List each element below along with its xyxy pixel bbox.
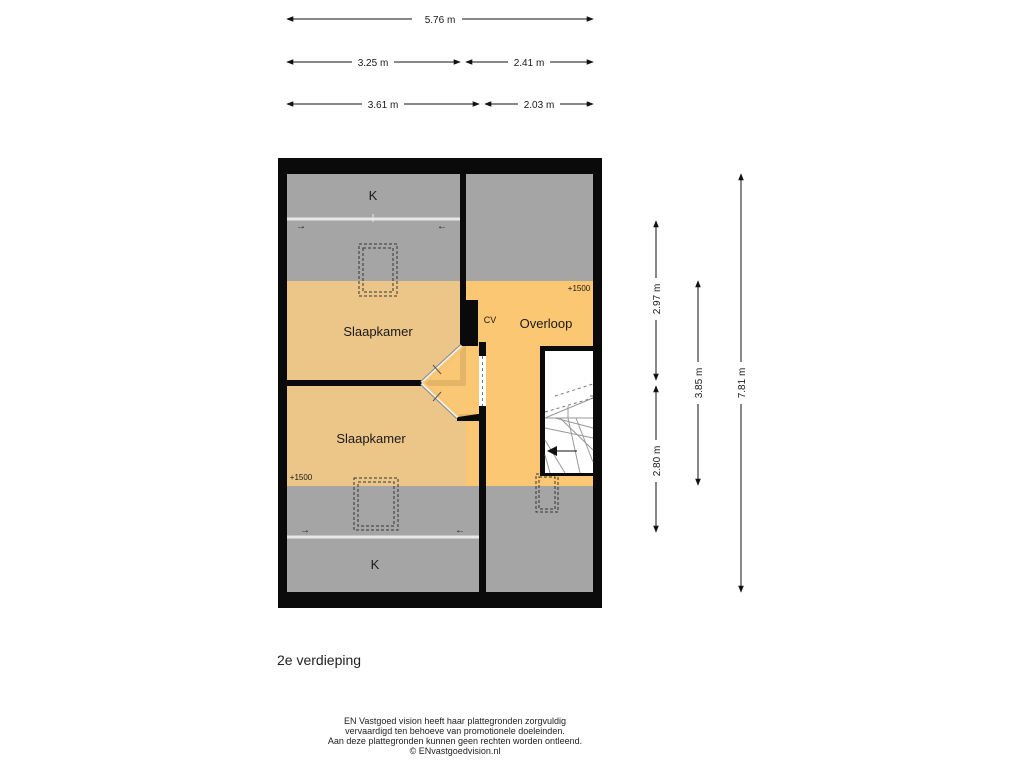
dimension-row2-left: 3.25 m: [286, 55, 461, 69]
room-label-landing: Overloop: [520, 316, 573, 331]
dimension-label: 2.41 m: [514, 58, 545, 69]
interior-wall: [460, 174, 466, 302]
interior-wall: [457, 414, 479, 421]
dimension-row3-left: 3.61 m: [286, 97, 480, 111]
height-marker-bottom: +1500: [290, 473, 313, 482]
disclaimer: EN Vastgoed vision heeft haar plattegron…: [305, 716, 605, 756]
disclaimer-line: EN Vastgoed vision heeft haar plattegron…: [344, 716, 566, 726]
disclaimer-line: © ENvastgoedvision.nl: [409, 746, 501, 756]
storage-top-right: [466, 174, 593, 281]
angled-doors: [420, 344, 478, 419]
dimension-label: 2.03 m: [524, 100, 555, 111]
disclaimer-line: vervaardigd ten behoeve van promotionele…: [345, 726, 565, 736]
room-label-attic-top: K: [369, 188, 378, 203]
dimension-total-width: 5.76 m: [286, 12, 594, 26]
height-marker-top: +1500: [568, 284, 591, 293]
dimension-v-upper: 2.97 m: [649, 220, 663, 381]
disclaimer-line: Aan deze plattegronden kunnen geen recht…: [327, 736, 583, 746]
floor-title: 2e verdieping: [277, 652, 362, 668]
dimension-label: 7.81 m: [737, 368, 748, 399]
slope-arrow-left-icon: ←: [455, 525, 465, 536]
dimension-label: 3.85 m: [694, 368, 705, 399]
knee-wall-top: [287, 214, 460, 222]
stair-direction-arrow-icon: [547, 446, 557, 456]
dimension-label: 2.80 m: [652, 446, 663, 477]
dimension-label: 3.25 m: [358, 58, 389, 69]
slope-arrow-right-icon: →: [300, 525, 310, 536]
dimension-v-total: 7.81 m: [734, 173, 748, 593]
dimension-label: 5.76 m: [425, 15, 456, 26]
skylight-icon: [353, 477, 399, 531]
attic-top-area: [287, 174, 460, 281]
skylight-icon: [358, 243, 398, 297]
slope-arrow-left-icon: ←: [437, 221, 447, 232]
interior-wall: [479, 342, 486, 592]
dimension-row3-right: 2.03 m: [484, 97, 594, 111]
interior-wall: [287, 380, 422, 386]
storage-bottom-right: [486, 486, 593, 592]
room-label-bedroom-top: Slaapkamer: [343, 324, 413, 339]
attic-bottom-area: [287, 486, 479, 592]
dimension-row2-right: 2.41 m: [465, 55, 594, 69]
dimension-v-lower: 2.80 m: [649, 385, 663, 533]
room-label-attic-bottom: K: [371, 557, 380, 572]
bedroom-top-area: [287, 281, 460, 380]
cv-label: CV: [484, 315, 497, 325]
room-label-bedroom-bottom: Slaapkamer: [336, 431, 406, 446]
dimension-label: 2.97 m: [652, 284, 663, 315]
dimension-label: 3.61 m: [368, 100, 399, 111]
slope-arrow-right-icon: →: [296, 221, 306, 232]
dimension-v-mid: 3.85 m: [691, 280, 705, 486]
cv-shaft: [460, 300, 478, 346]
staircase: [540, 346, 596, 476]
